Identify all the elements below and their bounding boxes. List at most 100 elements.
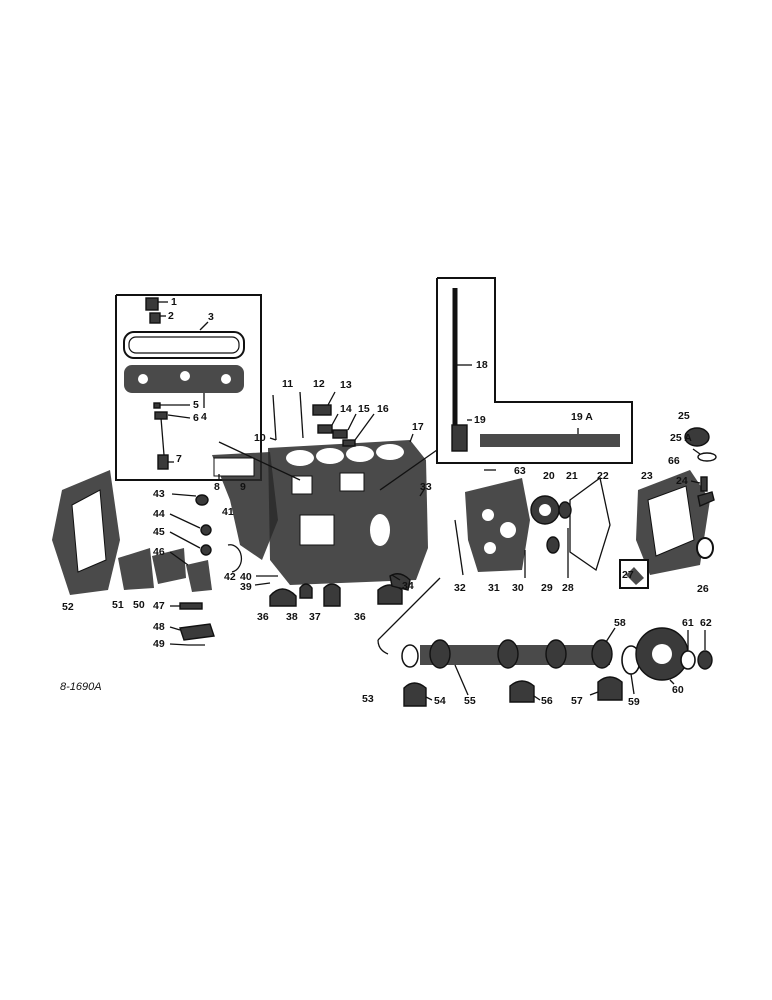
callout-29: 29 (541, 582, 553, 594)
svg-text:26: 26 (697, 583, 709, 595)
svg-text:22: 22 (597, 470, 609, 482)
callout-12: 12 (313, 378, 325, 390)
svg-text:23: 23 (641, 470, 653, 482)
rear-plate-parts (52, 470, 243, 646)
callout-9: 9 (240, 481, 246, 493)
svg-text:59: 59 (628, 696, 640, 708)
callout-18: 18 (457, 359, 488, 371)
svg-text:36: 36 (257, 611, 269, 623)
svg-text:43: 43 (153, 488, 165, 500)
valve-cover-parts (123, 297, 245, 470)
callout-21: 21 (566, 470, 578, 482)
svg-text:61: 61 (682, 617, 694, 629)
callout-11: 11 (282, 378, 293, 390)
svg-text:16: 16 (377, 403, 389, 415)
callout-59: 59 (628, 673, 640, 708)
svg-text:36: 36 (354, 611, 366, 623)
svg-text:41: 41 (222, 506, 234, 518)
svg-text:38: 38 (286, 611, 298, 623)
svg-text:8: 8 (214, 481, 220, 493)
callout-56: 56 (533, 695, 553, 707)
callout-61: 61 (682, 617, 694, 650)
svg-text:66: 66 (668, 455, 680, 467)
svg-text:45: 45 (153, 526, 165, 538)
callout-4: 4 (201, 393, 207, 423)
callout-30: 30 (512, 582, 524, 594)
engine-block (212, 440, 428, 585)
svg-text:63: 63 (514, 465, 526, 477)
callout-55: 55 (454, 664, 476, 707)
svg-text:17: 17 (412, 421, 424, 433)
svg-text:34: 34 (402, 580, 414, 592)
callout-43: 43 (153, 488, 197, 500)
callout-2: 2 (160, 310, 174, 322)
svg-text:19 A: 19 A (571, 411, 593, 423)
svg-text:25: 25 (678, 410, 690, 422)
svg-text:25 A: 25 A (670, 432, 692, 444)
callout-49: 49 (153, 638, 189, 650)
svg-text:48: 48 (153, 621, 165, 633)
callout-33: 33 (419, 481, 432, 497)
svg-text:27: 27 (622, 569, 634, 581)
inset-pointer-valve (218, 441, 301, 481)
callout-32: 32 (454, 582, 466, 594)
callout-63: 63 (484, 465, 526, 477)
callout-36-left: 36 (257, 611, 269, 623)
callout-25: 25 (678, 410, 690, 422)
studs (272, 391, 356, 447)
svg-text:31: 31 (488, 582, 500, 594)
svg-text:62: 62 (700, 617, 712, 629)
callout-8: 8 (214, 474, 220, 493)
svg-text:12: 12 (313, 378, 325, 390)
svg-text:37: 37 (309, 611, 321, 623)
callout-50: 50 (133, 599, 145, 611)
inset-pointer-oilpump (379, 449, 438, 491)
svg-text:5: 5 (193, 399, 199, 411)
svg-text:19: 19 (474, 414, 486, 426)
callout-39: 39 (240, 581, 271, 593)
callout-7: 7 (168, 453, 182, 465)
callout-20: 20 (543, 470, 555, 482)
svg-text:13: 13 (340, 379, 352, 391)
svg-text:30: 30 (512, 582, 524, 594)
svg-text:57: 57 (571, 695, 583, 707)
svg-text:60: 60 (672, 684, 684, 696)
svg-text:10: 10 (254, 432, 266, 444)
svg-text:46: 46 (153, 546, 165, 558)
callout-3: 3 (199, 311, 214, 331)
svg-text:42: 42 (224, 571, 236, 583)
callout-46: 46 (153, 546, 189, 566)
oil-pump-inset-frame (436, 277, 633, 464)
callout-28: 28 (562, 582, 574, 594)
callout-26: 26 (697, 583, 709, 595)
svg-text:47: 47 (153, 600, 165, 612)
svg-text:15: 15 (358, 403, 370, 415)
svg-text:51: 51 (112, 599, 124, 611)
svg-text:20: 20 (543, 470, 555, 482)
callout-48: 48 (153, 621, 181, 633)
svg-text:50: 50 (133, 599, 145, 611)
callout-40: 40 (240, 571, 278, 583)
svg-text:29: 29 (541, 582, 553, 594)
callout-47: 47 (153, 600, 180, 612)
svg-text:11: 11 (282, 378, 293, 390)
callout-62: 62 (700, 617, 712, 650)
callout-58: 58 (605, 617, 626, 643)
svg-text:32: 32 (454, 582, 466, 594)
callout-54: 54 (425, 695, 446, 707)
callout-22: 22 (597, 470, 609, 482)
front-cover-small-parts (619, 427, 717, 589)
svg-text:55: 55 (464, 695, 476, 707)
svg-text:39: 39 (240, 581, 252, 593)
callout-24: 24 (676, 475, 701, 487)
callout-27: 27 (622, 569, 634, 581)
svg-text:9: 9 (240, 481, 246, 493)
callout-16: 16 (354, 403, 389, 441)
svg-text:40: 40 (240, 571, 252, 583)
svg-text:6: 6 (193, 412, 199, 424)
callout-45: 45 (153, 526, 201, 549)
callout-38: 38 (286, 611, 298, 623)
callout-17: 17 (409, 421, 424, 443)
svg-text:2: 2 (168, 310, 174, 322)
